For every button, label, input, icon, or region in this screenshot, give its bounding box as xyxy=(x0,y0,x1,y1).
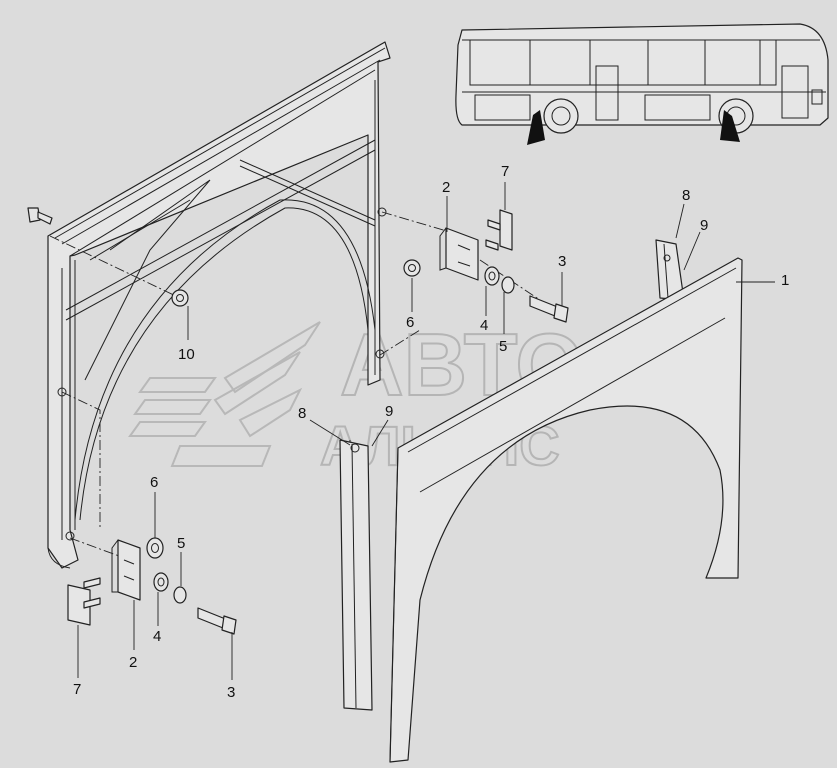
callout-1: 1 xyxy=(781,272,789,289)
callout-5-lower: 5 xyxy=(177,535,185,552)
watermark-logo xyxy=(128,321,321,467)
callout-3-lower: 3 xyxy=(227,684,235,701)
callout-2-upper: 2 xyxy=(442,179,450,196)
seal-strip-center xyxy=(339,439,373,711)
callout-9-center: 9 xyxy=(385,403,393,420)
callout-7-upper: 7 xyxy=(501,163,509,180)
bolt-top-left xyxy=(27,207,53,225)
callout-8-right: 8 xyxy=(682,187,690,204)
upper-bracket-assembly xyxy=(403,209,569,323)
callout-8-center: 8 xyxy=(298,405,306,422)
bus-side-view xyxy=(455,23,829,145)
callout-10: 10 xyxy=(178,346,195,363)
fender-panel xyxy=(389,257,743,763)
callout-4-upper: 4 xyxy=(480,317,488,334)
nut-item-10 xyxy=(171,289,189,307)
callout-6-upper: 6 xyxy=(406,314,414,331)
lower-bracket-assembly xyxy=(67,537,237,635)
callout-3-upper: 3 xyxy=(558,253,566,270)
callout-2-lower: 2 xyxy=(129,654,137,671)
leader-lines xyxy=(77,182,775,680)
callout-6-lower: 6 xyxy=(150,474,158,491)
callouts: 1 2 2 3 3 4 4 5 5 6 6 7 7 8 8 9 9 10 xyxy=(73,163,789,701)
callout-9-right: 9 xyxy=(700,217,708,234)
callout-7-lower: 7 xyxy=(73,681,81,698)
wheel-arch-frame xyxy=(47,41,391,569)
callout-4-lower: 4 xyxy=(153,628,161,645)
callout-5-upper: 5 xyxy=(499,338,507,355)
